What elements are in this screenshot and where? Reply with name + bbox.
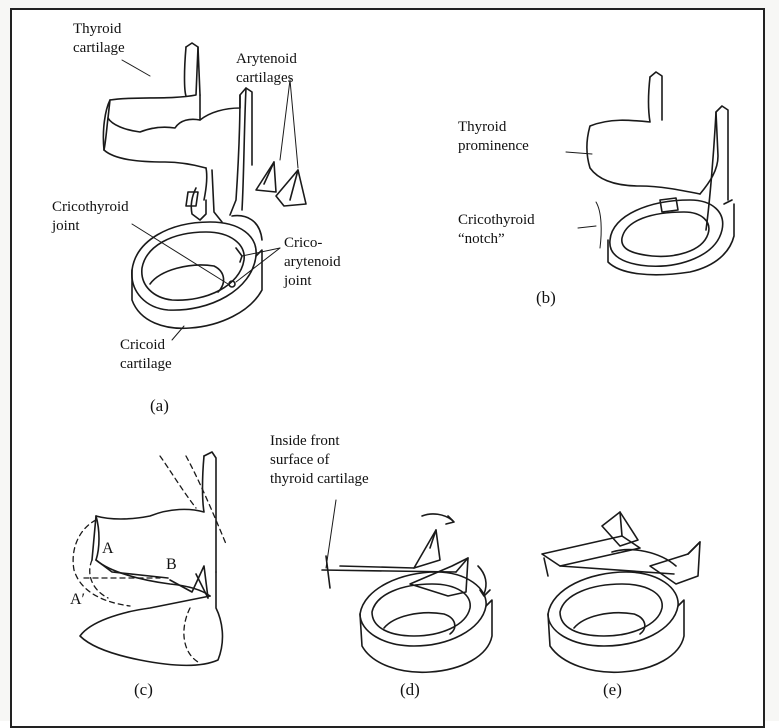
panel-label-b: (b) xyxy=(536,288,556,307)
panel-label-d: (d) xyxy=(400,680,420,699)
panel-d-diagram xyxy=(322,514,492,672)
panel-b-leader-lines xyxy=(566,152,601,248)
label-point-b: B xyxy=(166,555,177,574)
label-thyroid-cartilage: Thyroid cartilage xyxy=(73,20,125,58)
panel-label-c: (c) xyxy=(134,680,153,699)
label-thyroid-prominence: Thyroid prominence xyxy=(458,118,529,156)
label-cricoarytenoid-joint: Crico- arytenoid joint xyxy=(284,234,341,291)
label-point-a: A xyxy=(102,539,114,558)
panel-a-cricoid-cartilage xyxy=(132,216,262,329)
label-cricothyroid-joint: Cricothyroid joint xyxy=(52,198,129,236)
label-point-a-prime: A′ xyxy=(70,590,85,609)
panel-label-a: (a) xyxy=(150,396,169,415)
label-inside-front-surface: Inside front surface of thyroid cartilag… xyxy=(270,432,369,489)
panel-label-e: (e) xyxy=(603,680,622,699)
panel-a-thyroid-cartilage xyxy=(103,43,252,222)
panel-e-diagram xyxy=(542,512,700,672)
panel-c-diagram xyxy=(80,452,222,665)
panel-d-leader-line xyxy=(326,500,336,568)
label-cricothyroid-notch: Cricothyroid “notch” xyxy=(458,211,535,249)
panel-a-arytenoid-cartilages xyxy=(256,162,306,206)
blurred-caption-strip xyxy=(40,704,760,724)
panel-b-larynx xyxy=(587,72,734,275)
label-arytenoid-cartilages: Arytenoid cartilages xyxy=(236,50,297,88)
panel-a-leader-lines xyxy=(122,60,298,340)
label-cricoid-cartilage: Cricoid cartilage xyxy=(120,336,172,374)
